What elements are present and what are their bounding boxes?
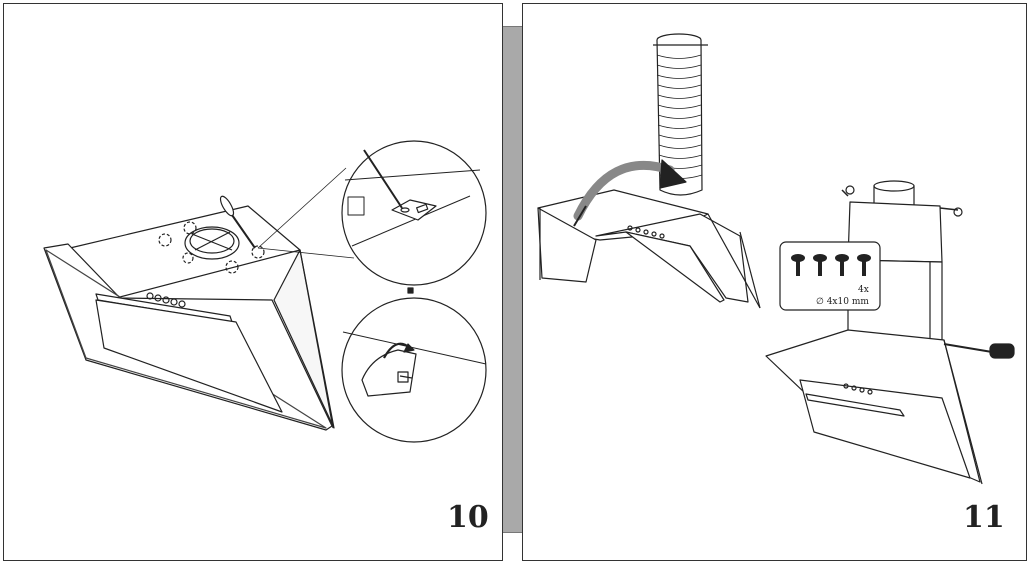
screw-size: ∅ 4x10 mm [816,297,869,307]
step-number-10: 10 [447,500,489,535]
step-10-hood-illustration [43,140,487,443]
page-spine [503,26,522,533]
step-11-chimney-illustration: 4x ∅ 4x10 mm [537,33,1015,485]
screw-quantity: 4x [858,285,869,295]
step-number-11: 11 [963,500,1005,535]
